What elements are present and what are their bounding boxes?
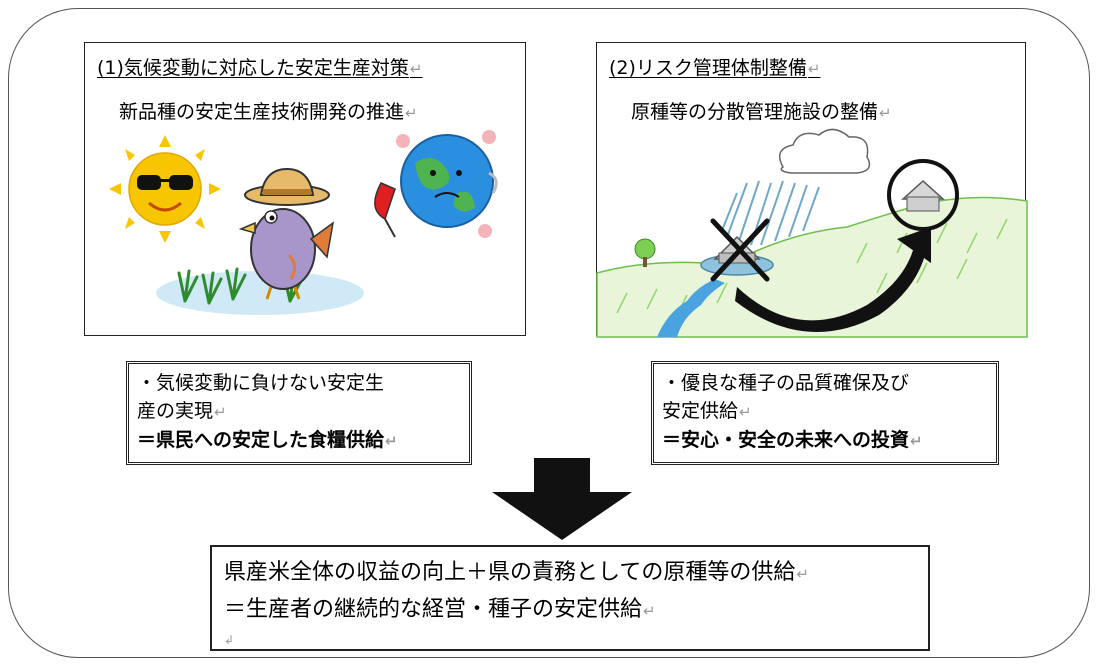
- sun-icon: [109, 135, 221, 243]
- bird-farmer-icon: [238, 167, 335, 300]
- panel-left-subtitle-text: 新品種の安定生産技術開発の推進: [119, 101, 405, 123]
- return-mark: ↵: [643, 602, 656, 620]
- result-left-line2-text: 産の実現: [137, 400, 214, 422]
- conclusion-box: 県産米全体の収益の向上＋県の責務としての原種等の供給↵ ＝生産者の継続的な経営・…: [210, 545, 930, 651]
- result-left-line3: ＝県民への安定した食糧供給↵: [137, 426, 461, 455]
- paragraph-mark: ↲: [224, 633, 235, 647]
- result-box-left: ・気候変動に負けない安定生 産の実現↵ ＝県民への安定した食糧供給↵: [126, 361, 472, 465]
- panel-risk-management: (2)リスク管理体制整備↵ 原種等の分散管理施設の整備↵: [596, 42, 1028, 338]
- outer-frame: [8, 8, 1090, 658]
- result-right-line2: 安定供給↵: [662, 397, 988, 426]
- down-arrow-icon: [492, 458, 632, 540]
- conclusion-line2: ＝生産者の継続的な経営・種子の安定供給↵: [224, 592, 916, 629]
- panel-right-title-text: (2)リスク管理体制整備: [609, 57, 807, 79]
- relocation-arrow-icon: [735, 243, 927, 333]
- hot-earth-icon: [374, 130, 498, 238]
- result-right-line3-text: ＝安心・安全の未来への投資: [662, 429, 910, 451]
- panel-right-subtitle-text: 原種等の分散管理施設の整備: [631, 101, 879, 123]
- return-mark: ↵: [405, 104, 418, 122]
- panel-right-title: (2)リスク管理体制整備↵: [609, 53, 821, 80]
- highlight-circle-icon: [887, 159, 959, 231]
- arrow-head-icon: [897, 227, 931, 263]
- result-left-line2: 産の実現↵: [137, 397, 461, 426]
- panel-left-title-text: (1)気候変動に対応した安定生産対策: [97, 57, 409, 79]
- panel-climate-measures: (1)気候変動に対応した安定生産対策↵ 新品種の安定生産技術開発の推進↵: [84, 42, 526, 336]
- return-mark: ↵: [807, 60, 821, 78]
- panel-left-title: (1)気候変動に対応した安定生産対策↵: [97, 53, 423, 80]
- return-mark: ↵: [910, 432, 923, 450]
- panel-right-subtitle: 原種等の分散管理施設の整備↵: [631, 97, 892, 124]
- return-mark: ↵: [796, 565, 809, 583]
- cloud-icon: [778, 128, 871, 174]
- result-right-line3: ＝安心・安全の未来への投資↵: [662, 426, 988, 455]
- conclusion-line1: 県産米全体の収益の向上＋県の責務としての原種等の供給↵: [224, 555, 916, 592]
- climate-illustration: [109, 130, 498, 315]
- conclusion-line2-text: ＝生産者の継続的な経営・種子の安定供給: [224, 597, 643, 622]
- rain-icon: [720, 180, 820, 246]
- return-mark: ↵: [409, 60, 423, 78]
- return-mark: ↵: [879, 104, 892, 122]
- result-right-line1: ・優良な種子の品質確保及び: [662, 369, 988, 397]
- cross-mark-icon: [710, 218, 770, 282]
- risk-illustration: [596, 128, 1028, 338]
- result-left-line1: ・気候変動に負けない安定生: [137, 369, 461, 397]
- facility-icon: [901, 179, 945, 212]
- return-mark: ↵: [739, 403, 752, 421]
- result-left-line1-text: ・気候変動に負けない安定生: [137, 372, 385, 394]
- result-right-line1-text: ・優良な種子の品質確保及び: [662, 372, 910, 394]
- result-box-right: ・優良な種子の品質確保及び 安定供給↵ ＝安心・安全の未来への投資↵: [651, 361, 999, 465]
- result-left-line3-text: ＝県民への安定した食糧供給: [137, 429, 385, 451]
- panel-left-subtitle: 新品種の安定生産技術開発の推進↵: [119, 97, 418, 124]
- conclusion-line1-text: 県産米全体の収益の向上＋県の責務としての原種等の供給: [224, 560, 796, 585]
- tree-icon: [634, 238, 656, 267]
- river-icon: [657, 279, 725, 337]
- return-mark: ↵: [385, 432, 398, 450]
- result-right-line2-text: 安定供給: [662, 400, 739, 422]
- return-mark: ↵: [214, 403, 227, 421]
